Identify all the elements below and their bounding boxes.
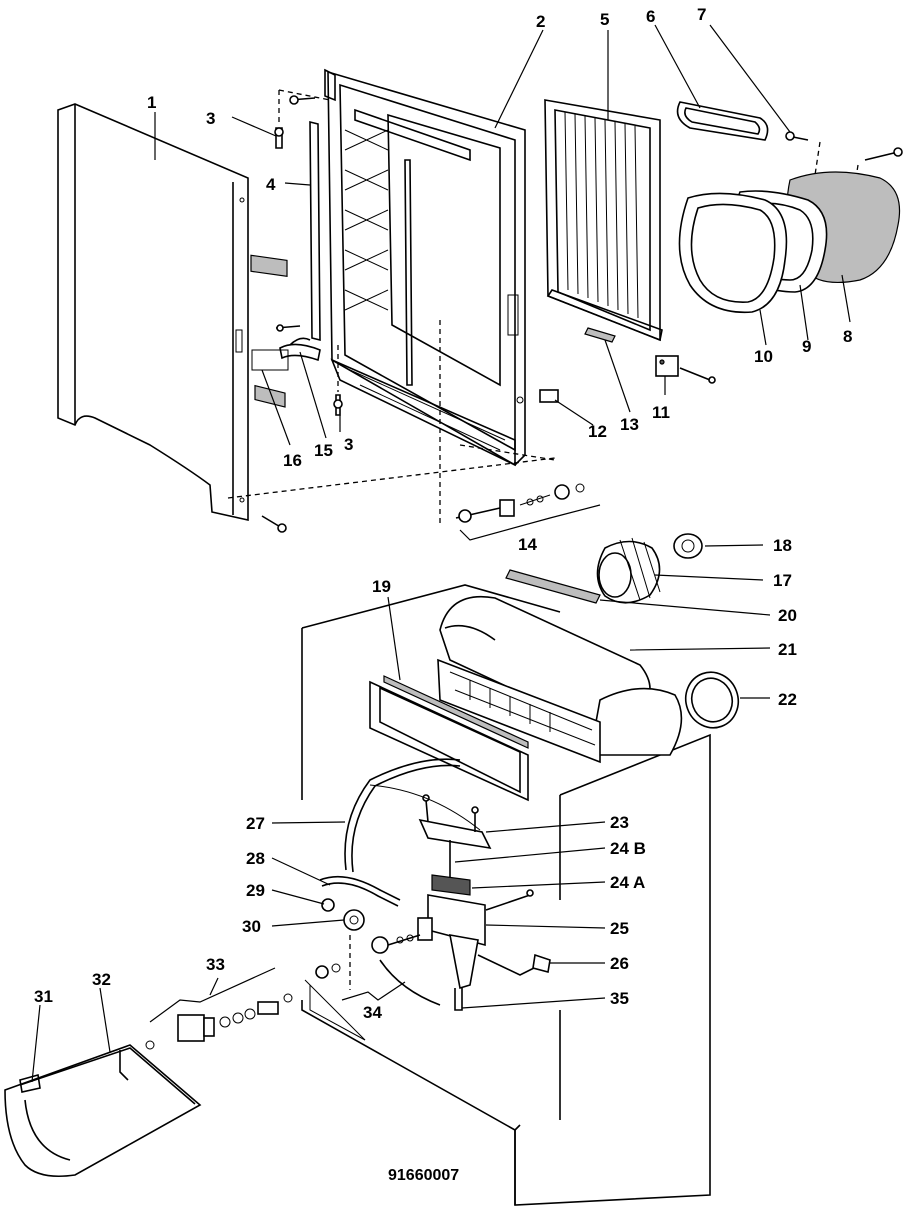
callout-3-lower: 3 bbox=[344, 435, 353, 454]
callout-32: 32 bbox=[92, 970, 111, 989]
callout-18: 18 bbox=[773, 536, 792, 555]
part-22-ring bbox=[684, 671, 740, 729]
part-10-gasket-ring bbox=[678, 192, 788, 314]
callout-7: 7 bbox=[697, 5, 706, 24]
part-11-bracket bbox=[655, 355, 716, 384]
callout-9: 9 bbox=[802, 337, 811, 356]
part-20-bar bbox=[505, 569, 601, 604]
part-6-gasket bbox=[676, 101, 769, 141]
cabinet-body bbox=[301, 584, 711, 1206]
assembly-guide-line bbox=[227, 457, 556, 499]
callout-10: 10 bbox=[754, 347, 773, 366]
part-15-clip bbox=[275, 324, 321, 362]
part-33-knob-assembly bbox=[149, 963, 366, 1042]
part-30-ignitor bbox=[343, 909, 365, 990]
part-7-screw bbox=[785, 131, 821, 176]
part-1-side-panel bbox=[57, 103, 249, 521]
callout-24b: 24 B bbox=[610, 839, 646, 858]
callout-24a: 24 A bbox=[610, 873, 645, 892]
part-25-valve-body bbox=[417, 889, 534, 1011]
callout-28: 28 bbox=[246, 849, 265, 868]
callout-3-upper: 3 bbox=[206, 109, 215, 128]
callout-22: 22 bbox=[778, 690, 797, 709]
callout-27: 27 bbox=[246, 814, 265, 833]
part-18-cap bbox=[673, 533, 703, 559]
callout-20: 20 bbox=[778, 606, 797, 625]
part-24a-block bbox=[431, 874, 471, 896]
callout-30: 30 bbox=[242, 917, 261, 936]
drawing-number: 91660007 bbox=[388, 1167, 459, 1184]
part-28-tube bbox=[319, 875, 401, 907]
part-29-nut bbox=[321, 898, 335, 912]
part-4-rod bbox=[309, 120, 321, 342]
callout-29: 29 bbox=[246, 881, 265, 900]
callout-17: 17 bbox=[773, 571, 792, 590]
callout-23: 23 bbox=[610, 813, 629, 832]
callout-16: 16 bbox=[283, 451, 302, 470]
leader-lines bbox=[31, 24, 851, 1083]
part-19-frame bbox=[369, 675, 529, 802]
callout-14: 14 bbox=[518, 535, 537, 554]
callout-labels: 1 2 3 3 4 5 6 7 8 9 10 11 12 13 14 15 16… bbox=[34, 5, 852, 1184]
callout-4: 4 bbox=[266, 175, 276, 194]
callout-1: 1 bbox=[147, 93, 156, 112]
part-5-filter-panel bbox=[544, 99, 663, 342]
callout-6: 6 bbox=[646, 7, 655, 26]
part-26-pipe bbox=[477, 953, 551, 976]
part-21-air-duct bbox=[437, 596, 683, 764]
callout-12: 12 bbox=[588, 422, 607, 441]
callout-5: 5 bbox=[600, 10, 609, 29]
callout-31: 31 bbox=[34, 987, 53, 1006]
part-34-fittings bbox=[341, 934, 441, 1006]
part-12-latch bbox=[539, 389, 559, 403]
part-27-tube bbox=[344, 758, 481, 873]
callout-8: 8 bbox=[843, 327, 852, 346]
screw-top-right bbox=[855, 147, 903, 179]
part-13-strip bbox=[584, 327, 616, 343]
part-3-screw-upper bbox=[274, 89, 331, 149]
callout-34: 34 bbox=[363, 1003, 382, 1022]
part-14-hinge-assembly bbox=[455, 483, 601, 541]
callout-26: 26 bbox=[610, 954, 629, 973]
callout-2: 2 bbox=[536, 12, 545, 31]
callout-21: 21 bbox=[778, 640, 797, 659]
part-32-control-cover bbox=[4, 1040, 202, 1178]
callout-35: 35 bbox=[610, 989, 629, 1008]
assembly-guide-line-2 bbox=[459, 444, 556, 461]
part-2-front-frame bbox=[324, 68, 526, 467]
callout-11: 11 bbox=[652, 403, 670, 422]
callout-19: 19 bbox=[372, 577, 391, 596]
part-17-fan-wheel bbox=[596, 537, 661, 604]
part-16-bracket bbox=[250, 254, 289, 408]
callout-25: 25 bbox=[610, 919, 629, 938]
callout-15: 15 bbox=[314, 441, 333, 460]
callout-33: 33 bbox=[206, 955, 225, 974]
part-23-plate bbox=[418, 794, 492, 850]
callout-13: 13 bbox=[620, 415, 639, 434]
